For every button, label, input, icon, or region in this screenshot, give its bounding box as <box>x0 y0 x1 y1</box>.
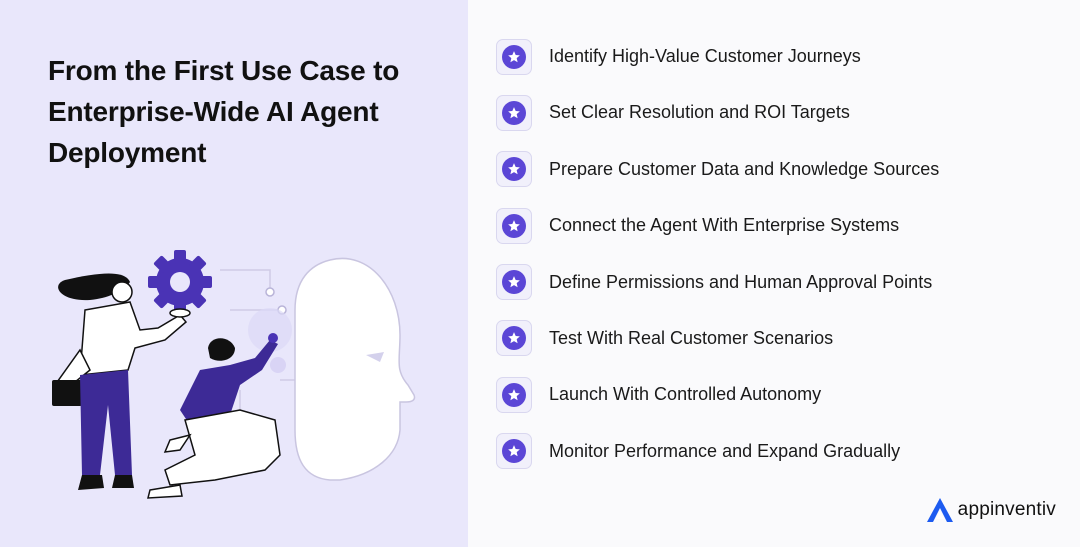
star-badge <box>496 264 532 301</box>
step-label: Identify High-Value Customer Journeys <box>549 46 861 66</box>
star-icon <box>508 219 520 231</box>
star-icon <box>508 163 520 175</box>
gear-icon <box>148 250 212 314</box>
list-item: Monitor Performance and Expand Gradually <box>496 433 939 470</box>
appinventiv-logo-icon <box>926 498 953 522</box>
left-panel: From the First Use Case to Enterprise-Wi… <box>0 0 468 547</box>
list-item: Connect the Agent With Enterprise System… <box>496 207 939 244</box>
list-item: Define Permissions and Human Approval Po… <box>496 264 939 301</box>
list-item: Identify High-Value Customer Journeys <box>496 38 939 75</box>
star-badge <box>496 38 532 75</box>
step-label: Launch With Controlled Autonomy <box>549 384 822 405</box>
woman-figure <box>52 273 191 490</box>
star-icon <box>508 389 520 401</box>
star-badge <box>496 94 532 131</box>
list-item: Test With Real Customer Scenarios <box>496 320 939 357</box>
star-badge <box>496 151 532 188</box>
star-icon <box>508 445 520 457</box>
star-icon <box>508 276 520 288</box>
step-label: Define Permissions and Human Approval Po… <box>549 271 933 292</box>
right-panel: Identify High-Value Customer Journeys Se… <box>468 0 1080 547</box>
steps-list: Identify High-Value Customer Journeys Se… <box>496 38 939 489</box>
star-icon <box>508 50 520 62</box>
list-item: Set Clear Resolution and ROI Targets <box>496 94 939 131</box>
robot-head <box>294 257 416 481</box>
illustration <box>52 250 416 499</box>
step-label: Set Clear Resolution and ROI Targets <box>549 102 850 123</box>
man-figure <box>147 333 281 499</box>
star-icon <box>508 107 520 119</box>
brand-name: appinventiv <box>957 499 1056 520</box>
page-title: From the First Use Case to Enterprise-Wi… <box>48 55 400 168</box>
star-badge <box>496 376 532 413</box>
step-label: Test With Real Customer Scenarios <box>549 327 834 348</box>
list-item: Prepare Customer Data and Knowledge Sour… <box>496 151 939 188</box>
step-label: Prepare Customer Data and Knowledge Sour… <box>549 158 940 179</box>
step-label: Monitor Performance and Expand Gradually <box>549 440 901 461</box>
star-icon <box>508 332 520 344</box>
brand-logo: appinventiv <box>926 497 1056 523</box>
star-badge <box>496 207 532 244</box>
list-item: Launch With Controlled Autonomy <box>496 376 939 413</box>
step-label: Connect the Agent With Enterprise System… <box>549 215 900 236</box>
star-badge <box>496 320 532 357</box>
robot-eye <box>366 352 384 362</box>
star-badge <box>496 433 532 470</box>
